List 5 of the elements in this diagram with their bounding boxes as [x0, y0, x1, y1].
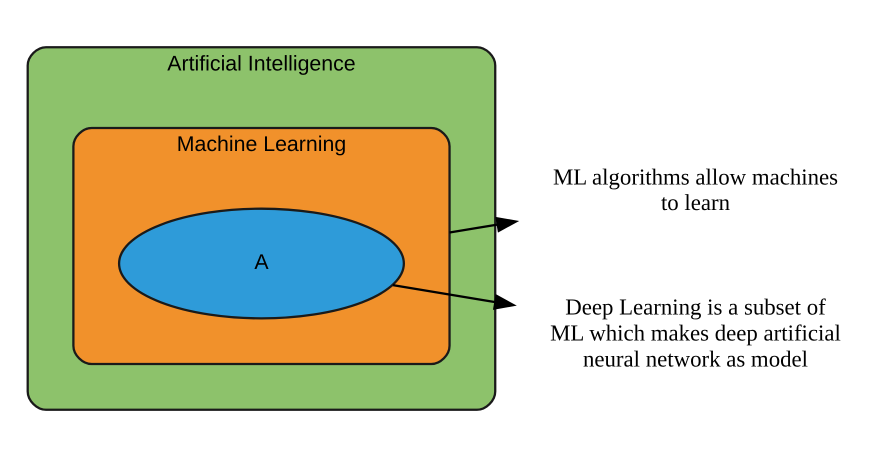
node-text: Deep Learning is a subset of ML which makes deep artificial neural network as model [550, 294, 840, 372]
arrow [448, 216, 519, 234]
node-text: ML algorithms allow machines to learn [552, 164, 838, 216]
arrow [392, 284, 516, 310]
node-ellipse: A [117, 208, 404, 320]
